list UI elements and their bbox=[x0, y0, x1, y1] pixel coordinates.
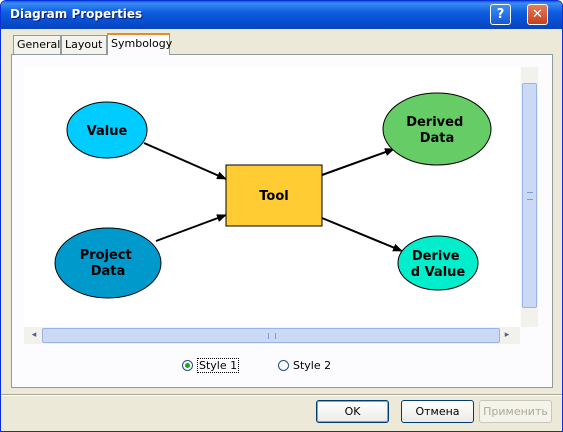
diagram-preview: Value Project Data Tool Derived Data Der… bbox=[24, 67, 520, 327]
window-title: Diagram Properties bbox=[10, 7, 143, 21]
title-bar[interactable]: Diagram Properties ? ✕ bbox=[1, 1, 562, 29]
connector-project-to-tool bbox=[155, 214, 227, 242]
tab-layout[interactable]: Layout bbox=[61, 35, 107, 54]
connector-tool-to-derived-value bbox=[321, 217, 403, 252]
node-project-data-shape bbox=[54, 227, 162, 299]
node-derived-value-label: Derive d Value bbox=[411, 249, 466, 280]
radio-selected-dot bbox=[185, 363, 190, 368]
grip-icon bbox=[268, 333, 276, 339]
node-derived-data-label: Derived Data bbox=[406, 115, 468, 146]
button-separator bbox=[1, 394, 562, 396]
node-tool-label: Tool bbox=[259, 189, 288, 204]
node-value-shape bbox=[66, 101, 148, 159]
apply-button[interactable]: Применить bbox=[479, 400, 552, 423]
node-derived-value-shape bbox=[397, 235, 479, 291]
help-button[interactable]: ? bbox=[490, 4, 511, 25]
scroll-left-icon[interactable]: ◂ bbox=[31, 330, 37, 340]
node-tool-shape bbox=[225, 164, 323, 227]
connector-value-to-tool bbox=[143, 142, 227, 180]
node-value-label: Value bbox=[87, 124, 128, 139]
tab-general[interactable]: General bbox=[13, 35, 61, 54]
horizontal-scrollbar[interactable]: ◂ ▸ bbox=[24, 327, 520, 344]
cancel-button[interactable]: Отмена bbox=[401, 400, 474, 423]
vertical-scrollbar[interactable] bbox=[521, 67, 538, 327]
style1-label: Style 1 bbox=[197, 358, 240, 373]
node-project-data-label: Project Data bbox=[80, 248, 137, 279]
grip-icon bbox=[527, 192, 533, 200]
ok-button[interactable]: OK bbox=[316, 400, 389, 423]
scroll-right-icon[interactable]: ▸ bbox=[504, 330, 510, 340]
style2-label: Style 2 bbox=[293, 359, 332, 372]
style2-radio[interactable] bbox=[278, 360, 289, 371]
close-button[interactable]: ✕ bbox=[527, 4, 548, 25]
node-derived-data-shape bbox=[382, 92, 492, 166]
vertical-scroll-thumb[interactable] bbox=[522, 83, 537, 308]
connector-tool-to-derived-data bbox=[321, 148, 395, 176]
style1-radio[interactable] bbox=[182, 360, 193, 371]
diagram-svg: Value Project Data Tool Derived Data Der… bbox=[54, 92, 492, 299]
tab-symbology[interactable]: Symbology bbox=[107, 33, 172, 55]
horizontal-scroll-thumb[interactable] bbox=[42, 328, 500, 343]
